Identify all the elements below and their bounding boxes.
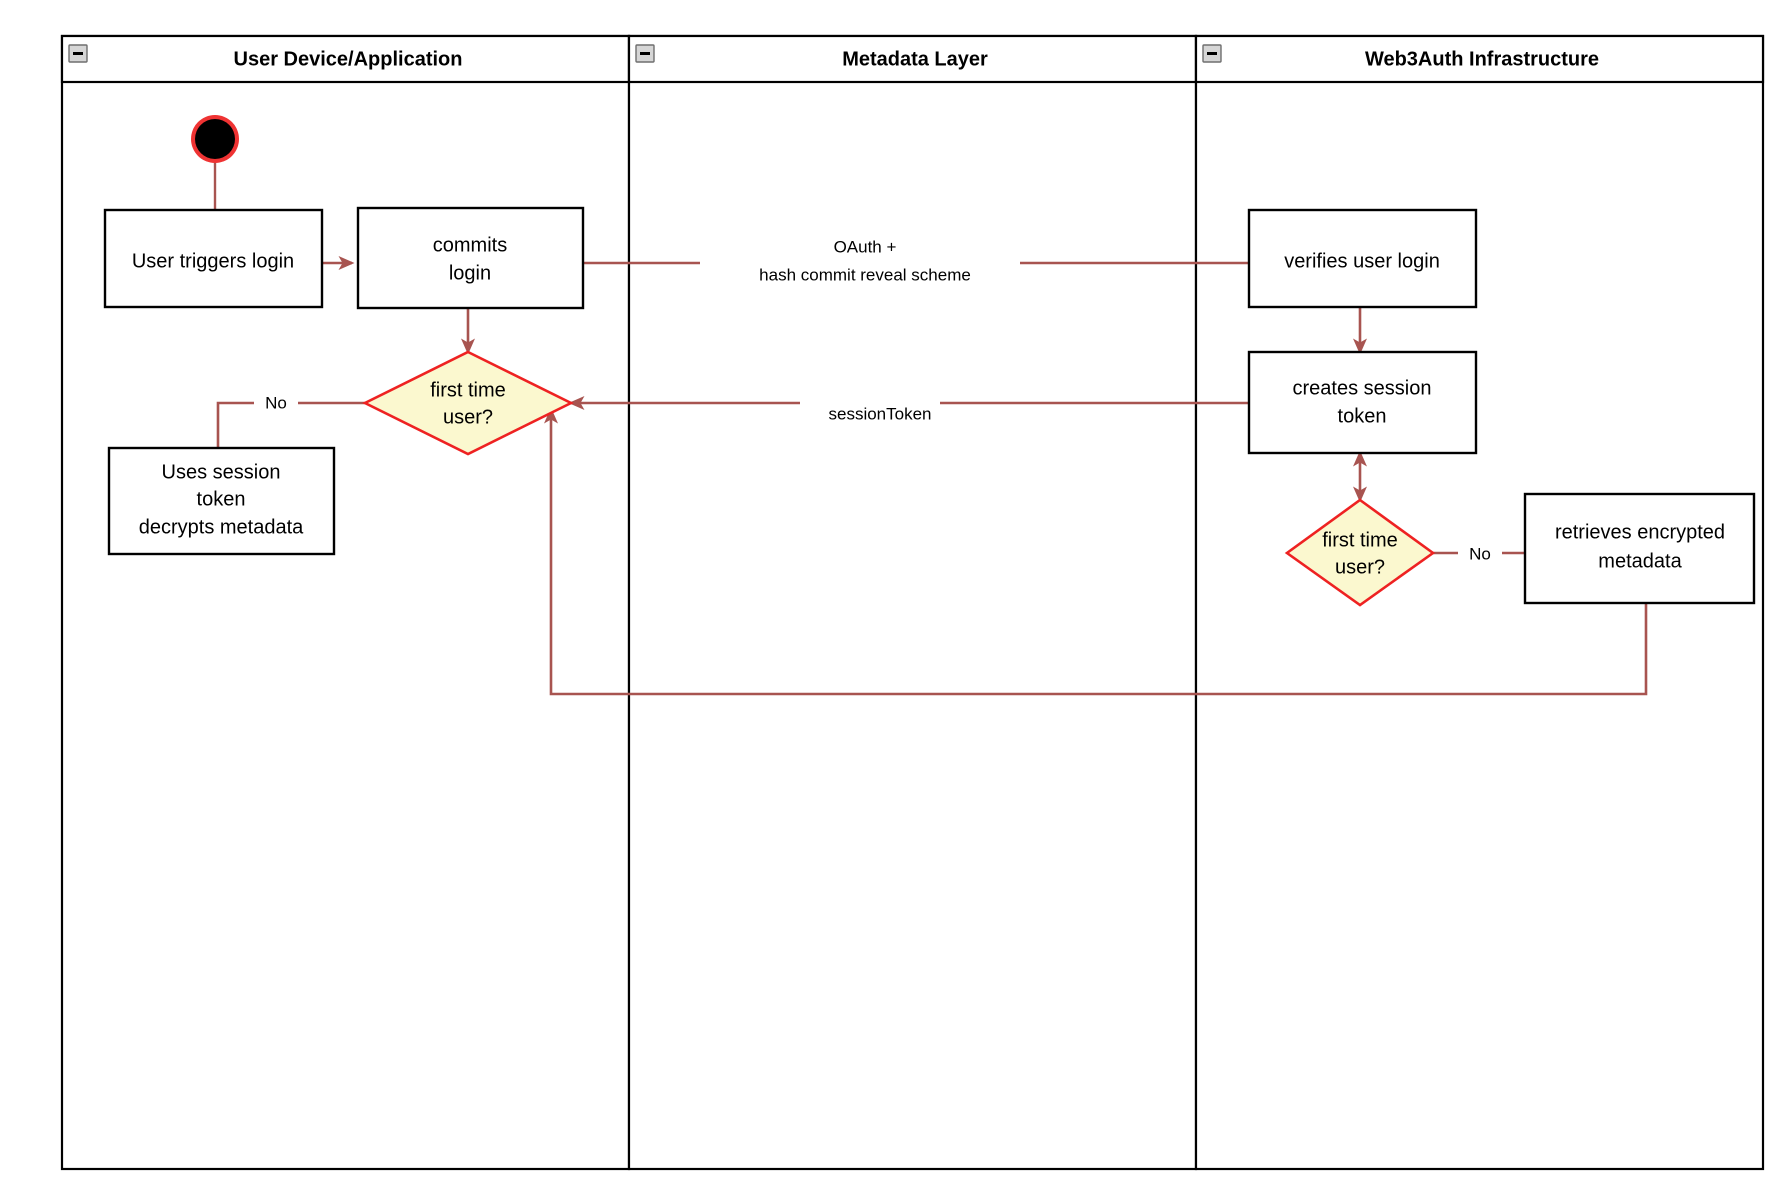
edge-label-no-left: No: [254, 390, 298, 417]
edge-label-oauth: OAuth + hash commit reveal scheme: [700, 233, 1020, 291]
node-user-triggers-login[interactable]: User triggers login: [103, 208, 324, 309]
edge-retrieves-encrypted-metadata-back-to-first-time-user-left: [544, 407, 1648, 696]
node-verifies-user-login[interactable]: verifies user login: [1247, 208, 1478, 309]
collapse-minus-icon[interactable]: [1202, 44, 1222, 63]
lane-metadata[interactable]: Metadata Layer: [627, 34, 1198, 1171]
edge-label-no-left-text: No: [265, 393, 287, 412]
node-first-time-user-right[interactable]: first time user?: [1284, 498, 1436, 607]
node-label-creates-session-token-line2: token: [1338, 405, 1387, 427]
edge-label-no-right: No: [1458, 541, 1502, 568]
node-label-retrieves-encrypted-metadata-line1: retrieves encrypted: [1555, 521, 1725, 543]
node-label-uses-session-token-line1: Uses session: [162, 461, 281, 483]
node-commits-login[interactable]: commits login: [356, 206, 585, 310]
node-start[interactable]: [191, 115, 239, 163]
edge-label-session-token-text: sessionToken: [828, 404, 931, 423]
node-first-time-user-left[interactable]: first time user?: [362, 350, 574, 456]
node-label-uses-session-token-line3: decrypts metadata: [139, 516, 304, 538]
lane-title-web3auth-infrastructure: Web3Auth Infrastructure: [1365, 48, 1599, 70]
node-label-commits-login-line1: commits: [433, 234, 507, 256]
node-label-first-time-user-right-line1: first time: [1322, 529, 1398, 551]
node-label-verifies-user-login: verifies user login: [1284, 250, 1440, 272]
node-label-commits-login-line2: login: [449, 262, 491, 284]
collapse-minus-icon[interactable]: [68, 44, 88, 63]
node-label-first-time-user-right-line2: user?: [1335, 556, 1385, 578]
node-retrieves-encrypted-metadata[interactable]: retrieves encrypted metadata: [1523, 492, 1756, 605]
collapse-minus-icon[interactable]: [635, 44, 655, 63]
node-label-retrieves-encrypted-metadata-line2: metadata: [1598, 550, 1682, 572]
edge-label-session-token: sessionToken: [800, 390, 940, 423]
node-creates-session-token[interactable]: creates session token: [1247, 350, 1478, 455]
node-label-first-time-user-left-line2: user?: [443, 406, 493, 428]
node-label-uses-session-token-line2: token: [197, 488, 246, 510]
edge-label-oauth-line2: hash commit reveal scheme: [759, 265, 971, 284]
node-label-first-time-user-left-line1: first time: [430, 379, 506, 401]
node-label-creates-session-token-line1: creates session: [1293, 377, 1432, 399]
edge-label-no-right-text: No: [1469, 544, 1491, 563]
lane-title-user-device: User Device/Application: [234, 48, 463, 70]
node-label-user-triggers-login: User triggers login: [132, 250, 294, 272]
edge-first-time-user-left-no-to-uses-session-token: [216, 401, 393, 448]
edge-label-oauth-line1: OAuth +: [834, 237, 897, 256]
node-uses-session-token[interactable]: Uses session token decrypts metadata: [107, 446, 336, 556]
lane-user-device[interactable]: User Device/Application: [60, 34, 631, 1171]
lane-title-metadata-layer: Metadata Layer: [842, 48, 988, 70]
